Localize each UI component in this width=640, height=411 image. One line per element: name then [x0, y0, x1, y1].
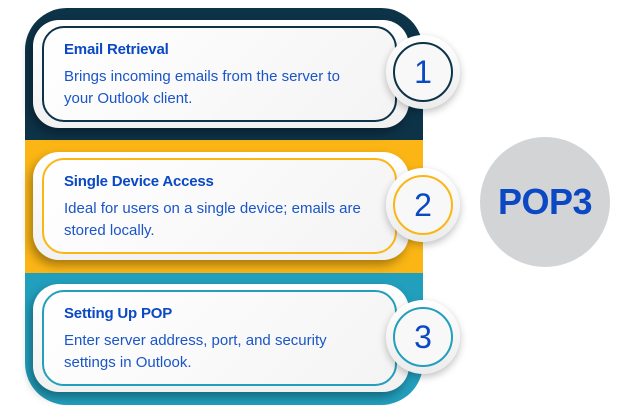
step-description: Brings incoming emails from the server t… — [64, 68, 340, 107]
step-number-circle-2: 2 — [386, 168, 460, 242]
step-number: 2 — [393, 175, 453, 235]
step-title: Setting Up POP — [64, 305, 173, 322]
step-title: Email Retrieval — [64, 41, 169, 58]
pop3-badge: POP3 — [480, 137, 610, 267]
step-card-3: Setting Up POP Enter server address, por… — [33, 284, 409, 392]
step-number: 3 — [393, 307, 453, 367]
step-title: Single Device Access — [64, 173, 214, 190]
step-card-border: Setting Up POP Enter server address, por… — [42, 290, 397, 386]
step-description: Enter server address, port, and security… — [64, 332, 327, 371]
step-card-border: Single Device Access Ideal for users on … — [42, 158, 397, 254]
step-number: 1 — [393, 42, 453, 102]
step-card-1: Email Retrieval Brings incoming emails f… — [33, 20, 409, 128]
step-description: Ideal for users on a single device; emai… — [64, 200, 361, 239]
step-number-circle-1: 1 — [386, 35, 460, 109]
pop3-label: POP3 — [497, 181, 593, 222]
step-card-border: Email Retrieval Brings incoming emails f… — [42, 26, 397, 122]
step-number-circle-3: 3 — [386, 300, 460, 374]
step-card-2: Single Device Access Ideal for users on … — [33, 152, 409, 260]
